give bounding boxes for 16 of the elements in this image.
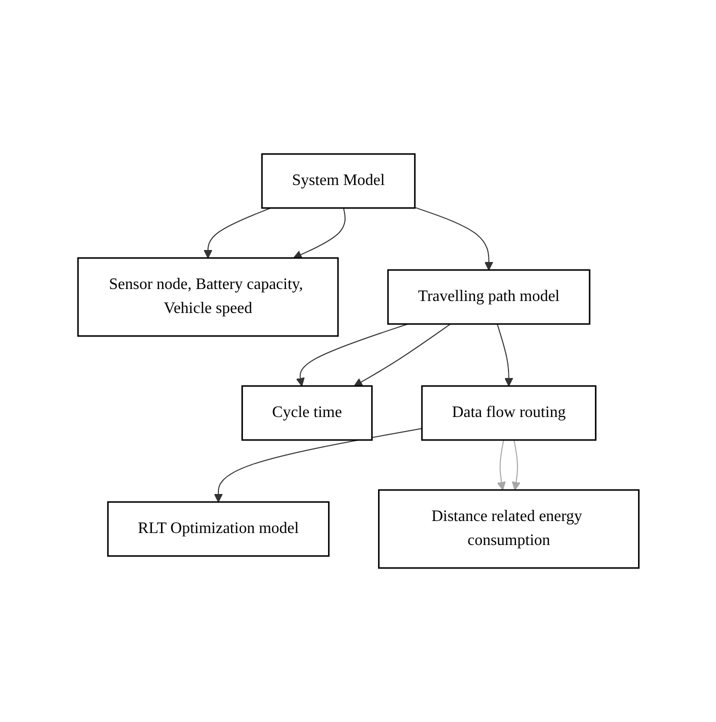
arrow (203, 208, 271, 258)
arrow (296, 324, 408, 386)
node-box: Cycle time (241, 385, 372, 441)
arrow (414, 206, 493, 270)
node-box: System Model (260, 153, 416, 209)
node-box: Travelling path model (386, 269, 590, 325)
node-box: Distance related energy consumption (378, 489, 640, 569)
arrow (511, 440, 520, 490)
node-box: RLT Optimization model (106, 501, 330, 557)
arrow (292, 208, 346, 259)
arrow (496, 440, 506, 490)
node-box: Sensor node, Battery capacity, Vehicle speed (76, 257, 338, 337)
arrow (496, 324, 513, 386)
node-box: Data flow routing (420, 385, 596, 441)
arrow (353, 324, 451, 386)
arrow (214, 428, 422, 502)
